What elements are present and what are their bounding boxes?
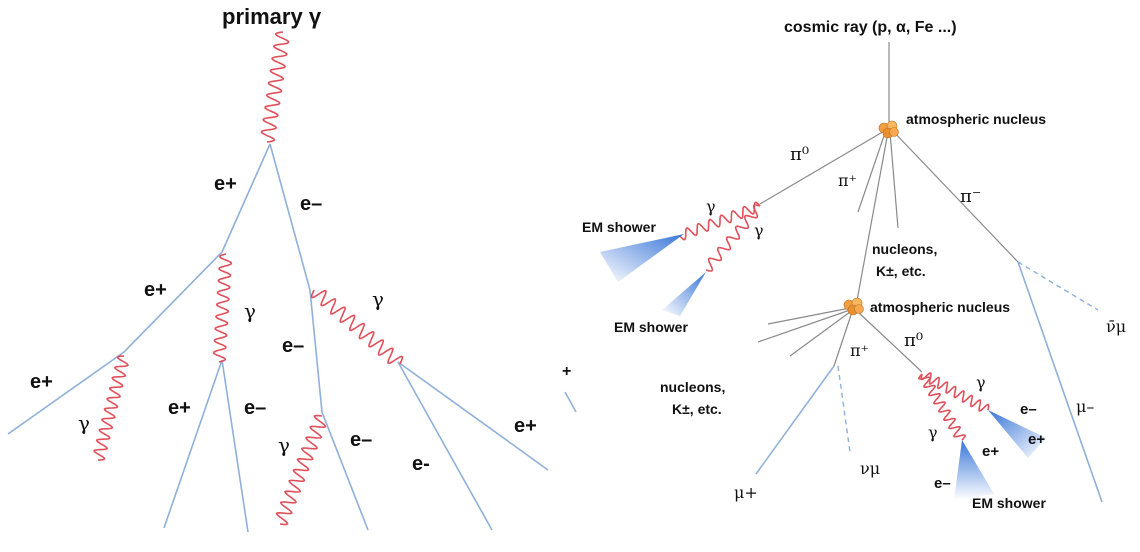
label-cut-plus: + (562, 363, 571, 380)
label-pi-minus: π⁻ (960, 186, 981, 207)
track-e-plus-5 (397, 361, 549, 471)
label-gamma-a: γ (706, 197, 716, 216)
track-mu-minus (1017, 261, 1103, 503)
track-pi-plus-1 (857, 129, 887, 213)
label-gamma-1: γ (244, 299, 256, 323)
label-e-plus-5: e+ (514, 415, 537, 437)
atmospheric-nucleus-icon (843, 297, 864, 316)
label-em-shower-2: EM shower (614, 319, 688, 335)
label-gamma-b: γ (754, 221, 764, 240)
track-hadron (855, 131, 889, 307)
label-e-minus-5: e- (412, 453, 430, 475)
label-gamma-3: γ (78, 411, 90, 435)
label-e-plus-1: e+ (214, 173, 237, 195)
wavy-photon (920, 372, 990, 412)
track-e-plus-1 (221, 143, 271, 253)
label-e-minus-2: e– (282, 335, 304, 357)
wavy-photon (310, 289, 404, 365)
wavy-photon (679, 201, 761, 241)
label-atmospheric-nucleus-2: atmospheric nucleus (870, 299, 1010, 315)
track-nucleon-2a (767, 307, 851, 325)
track-nu-mu-bar (1017, 261, 1099, 311)
label-e-plus-4: e+ (168, 397, 191, 419)
wavy-photon (260, 31, 290, 143)
label-pi-plus-1: π⁺ (838, 171, 857, 190)
track-nucleon-2c (789, 311, 851, 357)
label-nucleons-1a: nucleons, (872, 241, 937, 257)
label-nu-mu: νμ (860, 459, 880, 478)
right-title: cosmic ray (p, α, Fe ...) (784, 19, 957, 36)
right-air-shower (600, 42, 1103, 503)
label-mu-minus: μ– (1076, 397, 1094, 416)
label-pi0-1: π⁰ (790, 144, 809, 165)
label-e-plus-3: e+ (30, 371, 53, 393)
track-e-minus-gamma-split (221, 359, 249, 533)
label-nucleons-1b: K±, etc. (876, 263, 926, 279)
label-e-minus-4: e– (350, 429, 372, 451)
label-gamma-2: γ (372, 287, 384, 311)
right-labels: cosmic ray (p, α, Fe ...) atmospheric nu… (582, 19, 1126, 511)
track-nucleon (889, 131, 899, 229)
track-e-minus-1 (269, 143, 369, 531)
label-gamma-c: γ (976, 373, 986, 392)
label-e-minus-3: e– (244, 397, 266, 419)
label-e-minus-a: e– (1020, 401, 1037, 418)
label-nu-mu-bar: ν̄μ (1106, 317, 1126, 336)
wavy-photon (212, 253, 233, 363)
wavy-photon (93, 355, 129, 461)
label-e-plus-2: e+ (144, 279, 167, 301)
track-pi-minus (891, 129, 1019, 263)
label-em-shower-1: EM shower (582, 219, 656, 235)
em-shower-cone (662, 272, 706, 316)
track-mu-plus (755, 365, 835, 475)
label-e-minus-b: e– (934, 475, 951, 492)
track-cut (564, 391, 577, 413)
track-pi0-2 (857, 311, 923, 373)
wavy-photon (705, 204, 761, 272)
track-nu-mu (837, 365, 851, 453)
track-e-plus-gamma-split (163, 359, 223, 529)
track-pi-plus-2 (833, 311, 853, 367)
em-shower-cone (988, 410, 1046, 458)
left-title: primary γ (222, 4, 322, 29)
track-pi0-1 (759, 129, 887, 205)
wavy-photon (275, 414, 327, 526)
label-mu-plus: μ+ (734, 483, 758, 502)
track-e-plus-2 (7, 251, 223, 435)
track-nucleon-2b (757, 309, 851, 343)
track-e-minus-5 (397, 361, 493, 531)
label-atmospheric-nucleus-1: atmospheric nucleus (906, 111, 1046, 127)
label-nucleons-2a: nucleons, (660, 379, 725, 395)
label-em-shower-3: EM shower (972, 495, 1046, 511)
wavy-photon (918, 373, 966, 441)
label-pi0-2: π⁰ (904, 330, 923, 351)
label-e-minus-1: e– (300, 193, 322, 215)
label-e-plus-b: e+ (982, 443, 999, 460)
em-shower-cone (954, 440, 994, 500)
label-nucleons-2b: K±, etc. (672, 401, 722, 417)
em-shower-cone (600, 234, 684, 282)
label-pi-plus-2: π⁺ (850, 341, 869, 360)
left-labels: primary γ e+ e– e+ γ e– γ e+ γ e+ e– γ e… (30, 4, 571, 475)
label-gamma-d: γ (928, 423, 938, 442)
label-e-plus-a: e+ (1028, 431, 1045, 448)
left-photon-shower (7, 31, 577, 533)
label-gamma-4: γ (278, 433, 290, 457)
atmospheric-nucleus-icon (878, 120, 899, 139)
